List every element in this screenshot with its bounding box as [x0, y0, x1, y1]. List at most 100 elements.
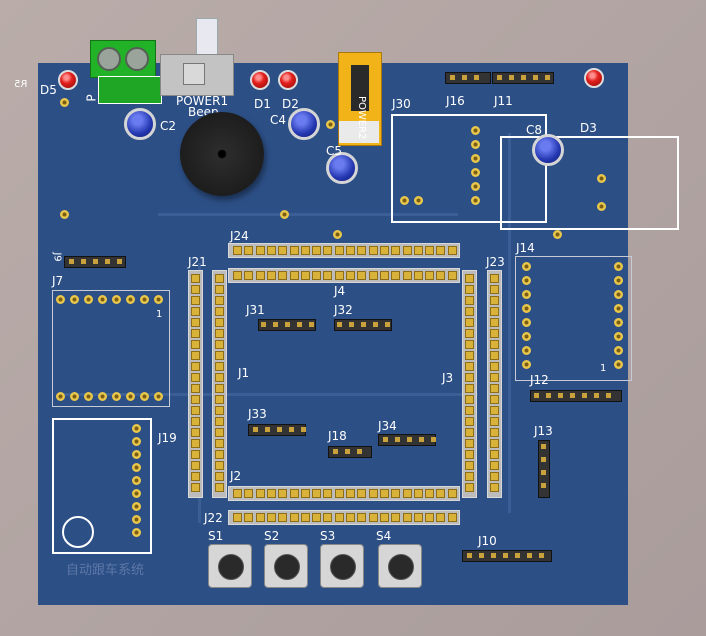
pin	[413, 271, 423, 280]
label-p: P	[84, 94, 99, 102]
terminal-block[interactable]	[90, 40, 156, 78]
trace	[508, 133, 511, 513]
pin	[289, 271, 299, 280]
module-j14[interactable]	[515, 256, 632, 381]
pin	[490, 472, 499, 481]
label-j9: J9	[51, 252, 63, 262]
pin	[215, 395, 224, 404]
pin	[346, 513, 355, 522]
pin	[522, 360, 531, 369]
pin	[490, 340, 499, 349]
module-j7[interactable]	[52, 290, 170, 407]
trace	[58, 393, 478, 396]
pin	[70, 392, 79, 401]
led-d5[interactable]	[58, 70, 78, 90]
pin	[98, 392, 107, 401]
label-c2: C2	[160, 119, 177, 133]
pin	[277, 427, 282, 432]
pin	[278, 489, 288, 498]
module-j30[interactable]	[391, 114, 547, 223]
led-d2[interactable]	[278, 70, 298, 90]
pin	[233, 246, 242, 255]
pin	[215, 450, 224, 459]
pin	[558, 393, 563, 398]
pin	[84, 295, 93, 304]
screw-icon	[125, 47, 149, 71]
pin	[413, 246, 423, 255]
pin	[522, 290, 531, 299]
pin	[391, 513, 401, 522]
label-j16: J16	[446, 94, 465, 108]
pin	[368, 246, 378, 255]
pin	[309, 322, 314, 327]
pin	[368, 489, 378, 498]
pin	[490, 450, 499, 459]
pin	[467, 553, 472, 558]
pin	[490, 362, 499, 371]
pin	[379, 246, 389, 255]
label-d5: D5	[40, 83, 57, 97]
tactile-switch-s3[interactable]	[320, 544, 364, 588]
label-j19: J19	[158, 431, 177, 445]
pin	[215, 483, 224, 492]
pin	[490, 274, 499, 283]
pin	[337, 322, 342, 327]
label-j21: J21	[188, 255, 207, 269]
pin	[132, 424, 141, 433]
pin	[465, 340, 474, 349]
pin	[70, 295, 79, 304]
pin	[447, 489, 457, 498]
capacitor-c4[interactable]	[288, 108, 320, 140]
led-d3-top[interactable]	[584, 68, 604, 88]
switch-power2[interactable]	[338, 52, 382, 146]
tactile-switch-s4[interactable]	[378, 544, 422, 588]
pin	[582, 393, 587, 398]
pin	[521, 75, 526, 80]
label-j23: J23	[486, 255, 505, 269]
tactile-switch-s1[interactable]	[208, 544, 252, 588]
pin	[471, 182, 480, 191]
pin	[244, 271, 254, 280]
capacitor-c2[interactable]	[124, 108, 156, 140]
pin	[265, 427, 270, 432]
pin	[570, 393, 575, 398]
pin	[465, 439, 474, 448]
module-d3[interactable]	[500, 136, 679, 230]
pin	[255, 513, 265, 522]
pin	[431, 437, 436, 442]
header-j16[interactable]	[445, 72, 491, 84]
pin	[191, 274, 200, 283]
pin	[546, 393, 551, 398]
pin	[490, 373, 499, 382]
module-j19[interactable]	[52, 418, 152, 554]
pin	[522, 318, 531, 327]
pin	[465, 395, 474, 404]
pin	[233, 513, 242, 522]
header-j12[interactable]	[530, 390, 622, 402]
pin	[450, 75, 455, 80]
pin	[132, 528, 141, 537]
pin	[191, 384, 200, 393]
pin	[391, 489, 401, 498]
label-s1: S1	[208, 529, 224, 543]
pin	[436, 246, 446, 255]
capacitor-c8[interactable]	[532, 134, 564, 166]
pin	[323, 489, 333, 498]
pin	[112, 392, 121, 401]
capacitor-c5[interactable]	[326, 152, 358, 184]
pin	[191, 351, 200, 360]
tactile-switch-s2[interactable]	[264, 544, 308, 588]
led-d1[interactable]	[250, 70, 270, 90]
pin	[191, 461, 200, 470]
label-s4: S4	[376, 529, 392, 543]
pin	[191, 318, 200, 327]
pin	[379, 271, 389, 280]
pin	[490, 351, 499, 360]
buzzer[interactable]	[180, 112, 264, 196]
switch-button-icon	[388, 554, 414, 580]
pin	[255, 246, 265, 255]
pin	[215, 428, 224, 437]
pin	[93, 259, 98, 264]
switch-power1[interactable]	[160, 54, 234, 96]
